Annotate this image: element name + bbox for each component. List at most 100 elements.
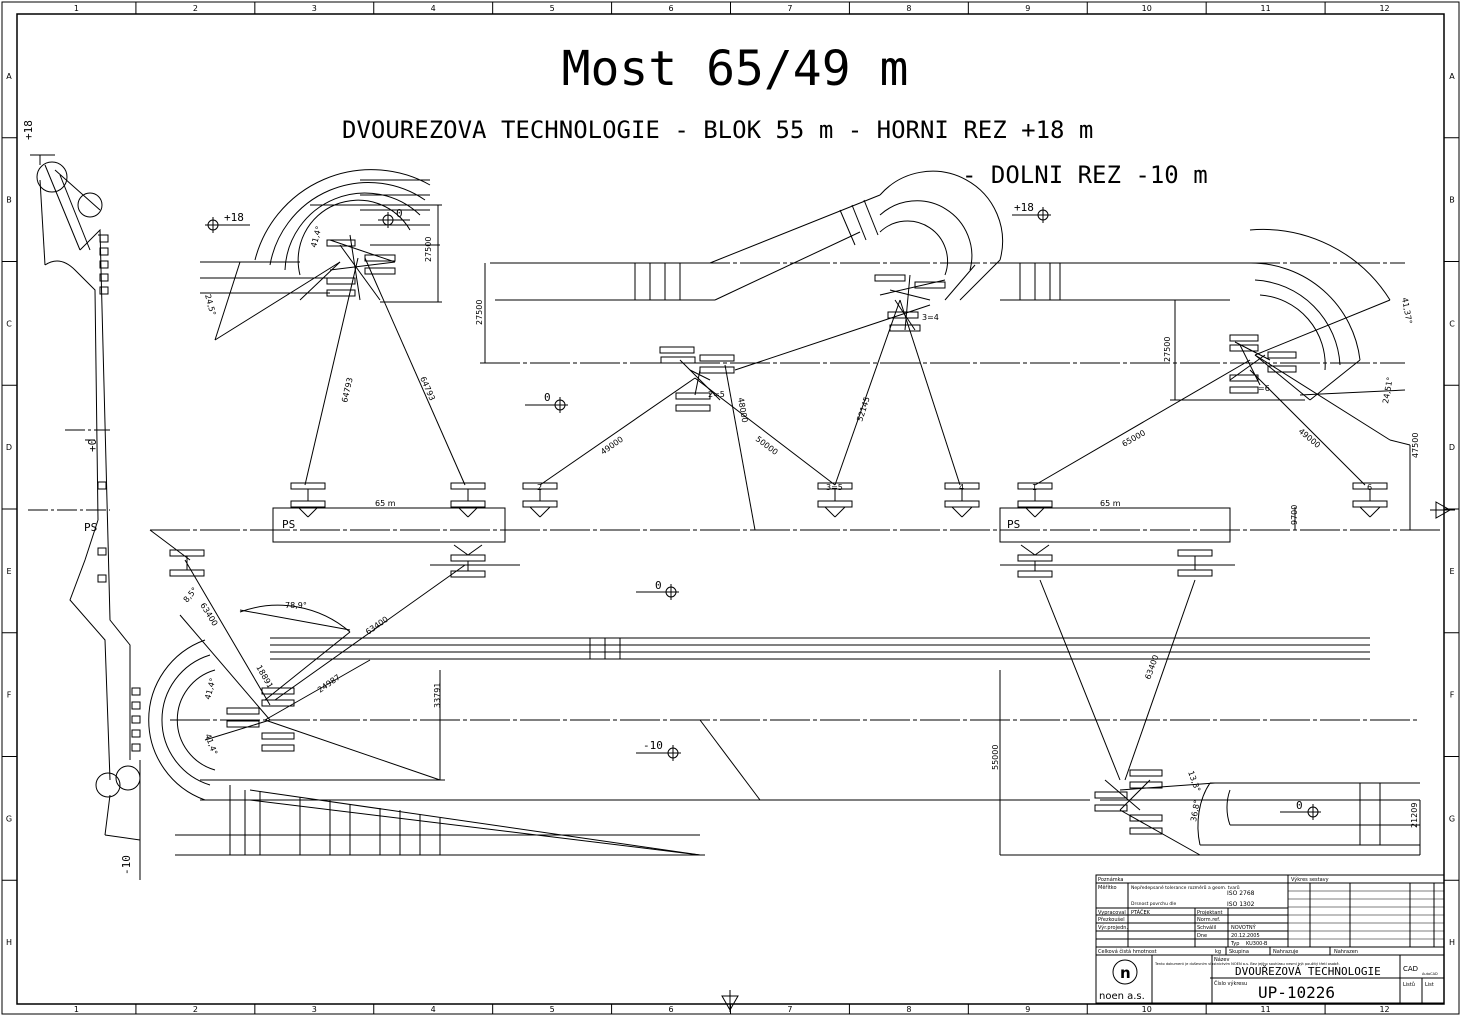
drawing-title: Most 65/49 m xyxy=(562,41,909,97)
angle-789: 78,9° xyxy=(285,601,307,610)
dim-63400-b: 63400 xyxy=(1143,654,1160,681)
level-underlines xyxy=(208,214,1310,813)
section-label-lower: -10 xyxy=(120,855,133,875)
tb-listu: Listů xyxy=(1403,981,1415,988)
grid-row-label: E xyxy=(6,567,11,576)
level-label-lower: -10 xyxy=(643,739,663,752)
tb-skupina: Skupina xyxy=(1229,949,1249,955)
tb-drawing-no: UP-10226 xyxy=(1258,983,1335,1002)
tb-poznamka: Poznámka xyxy=(1098,876,1124,883)
section-labels: +18 +0 -10 PS xyxy=(22,120,133,875)
grid-col-label: 5 xyxy=(550,4,555,13)
angle-245: 24,5° xyxy=(203,293,217,316)
grid-col-label: 7 xyxy=(787,1005,792,1014)
lower-cut xyxy=(148,604,1421,856)
grid-row-label: E xyxy=(1449,567,1454,576)
dim-64793-a: 64793 xyxy=(340,377,354,404)
tb-tolerance: Nepředepsané tolerance rozměrů a geom. t… xyxy=(1131,884,1240,891)
tb-date: 20.12.2005 xyxy=(1231,933,1260,939)
grid-col-label: 6 xyxy=(668,1005,673,1014)
grid-row-label: D xyxy=(6,443,12,452)
tb-status: NOVOTNÝ xyxy=(1231,924,1257,931)
dim-48000: 48000 xyxy=(736,397,749,424)
grid-col-label: 8 xyxy=(906,1005,911,1014)
tb-company: noen a.s. xyxy=(1099,991,1145,1002)
grid-col-label: 1 xyxy=(74,1005,79,1014)
tb-nazev: Název xyxy=(1214,956,1230,963)
angle-414-b: 41,4° xyxy=(203,677,217,700)
dim-65m-b: 65 m xyxy=(1100,499,1121,508)
grid-row-label: D xyxy=(1449,443,1455,452)
dim-64793-b: 64793 xyxy=(418,375,437,402)
station-34: 3=4 xyxy=(922,313,939,322)
grid-col-label: 5 xyxy=(550,1005,555,1014)
tb-celkova: Celková čistá hmotnost xyxy=(1098,948,1157,955)
grid-row-label: H xyxy=(6,938,12,947)
tb-type-value: KU300-B xyxy=(1246,941,1268,947)
tb-nahrazen: Nahrazen xyxy=(1334,949,1358,955)
company-logo-letter: n xyxy=(1120,964,1131,982)
dim-9700: 9700 xyxy=(1290,505,1299,525)
grid-row-label: A xyxy=(1449,72,1455,81)
grid-col-label: 7 xyxy=(787,4,792,13)
cable-lines xyxy=(184,257,1366,781)
grid-row-label: B xyxy=(1449,196,1455,205)
grid-col-label: 1 xyxy=(74,4,79,13)
tb-norm-ref: Norm.ref. xyxy=(1197,917,1221,923)
dim-18891: 18891 xyxy=(254,664,275,691)
tb-iso1: ISO 2768 xyxy=(1227,890,1255,897)
tb-meritko: Měřítko xyxy=(1098,884,1117,891)
level-markers xyxy=(204,206,1322,821)
grid-col-label: 4 xyxy=(431,1005,436,1014)
dim-63400-c: 63400 xyxy=(198,601,219,627)
drawing-subtitle-1: DVOUREZOVA TECHNOLOGIE - BLOK 55 m - HOR… xyxy=(342,116,1093,144)
grid-col-label: 12 xyxy=(1379,1005,1389,1014)
dim-65m-a: 65 m xyxy=(375,499,396,508)
title-block xyxy=(1095,874,1445,1004)
grid-col-label: 10 xyxy=(1142,1005,1152,1014)
tb-legal: Tento dokument je duševním vlastnictvím … xyxy=(1154,962,1340,966)
station-25: 2=5 xyxy=(708,390,725,399)
dim-27500-b: 27500 xyxy=(475,300,484,325)
level-label-zero-mid: 0 xyxy=(544,391,551,404)
grid-col-label: 2 xyxy=(193,1005,198,1014)
station-6: 6 xyxy=(1367,483,1372,492)
ps-left: PS xyxy=(282,518,295,531)
edge-markers xyxy=(721,501,1455,1012)
platforms xyxy=(149,445,1440,578)
grid-row-label: F xyxy=(1450,691,1455,700)
tb-vyr-projedn: Výr.projedn. xyxy=(1098,924,1128,931)
grid-col-label: 3 xyxy=(312,4,317,13)
tb-drsnost: Drsnost povrchu dle xyxy=(1131,901,1177,907)
tb-autocad: AutoCAD xyxy=(1422,972,1438,976)
station-2: 2 xyxy=(537,483,542,492)
grid-col-label: 4 xyxy=(431,4,436,13)
section-label-zero: +0 xyxy=(86,439,99,452)
grid-col-label: 8 xyxy=(906,4,911,13)
tb-typ: Typ xyxy=(1230,941,1239,947)
dim-21209: 21209 xyxy=(1410,803,1419,828)
angle-131: 13,3° xyxy=(1186,770,1202,794)
dim-49000-a: 49000 xyxy=(599,435,625,457)
dim-65000: 65000 xyxy=(1121,428,1148,449)
upper-cut xyxy=(200,169,1411,446)
grid-row-label: C xyxy=(6,319,12,328)
tb-projektant: Projektant xyxy=(1197,910,1222,916)
grid-col-label: 3 xyxy=(312,1005,317,1014)
grid-col-label: 2 xyxy=(193,4,198,13)
dim-50000: 50000 xyxy=(754,434,780,457)
dim-27500-c: 27500 xyxy=(1163,337,1172,362)
grid-col-label: 9 xyxy=(1025,4,1030,13)
tb-iso2: ISO 1302 xyxy=(1227,901,1255,908)
dimension-labels: 27500 27500 27500 64793 64793 48000 4900… xyxy=(198,237,1420,828)
section-label-ps: PS xyxy=(84,521,97,534)
dim-47500: 47500 xyxy=(1411,433,1420,458)
level-label-zero-center: 0 xyxy=(655,579,662,592)
dim-27500-a: 27500 xyxy=(424,237,433,262)
title-block-rows xyxy=(1288,890,1444,940)
station-6b: =6 xyxy=(1258,384,1270,393)
tb-schvalil: Schválil xyxy=(1197,924,1216,931)
